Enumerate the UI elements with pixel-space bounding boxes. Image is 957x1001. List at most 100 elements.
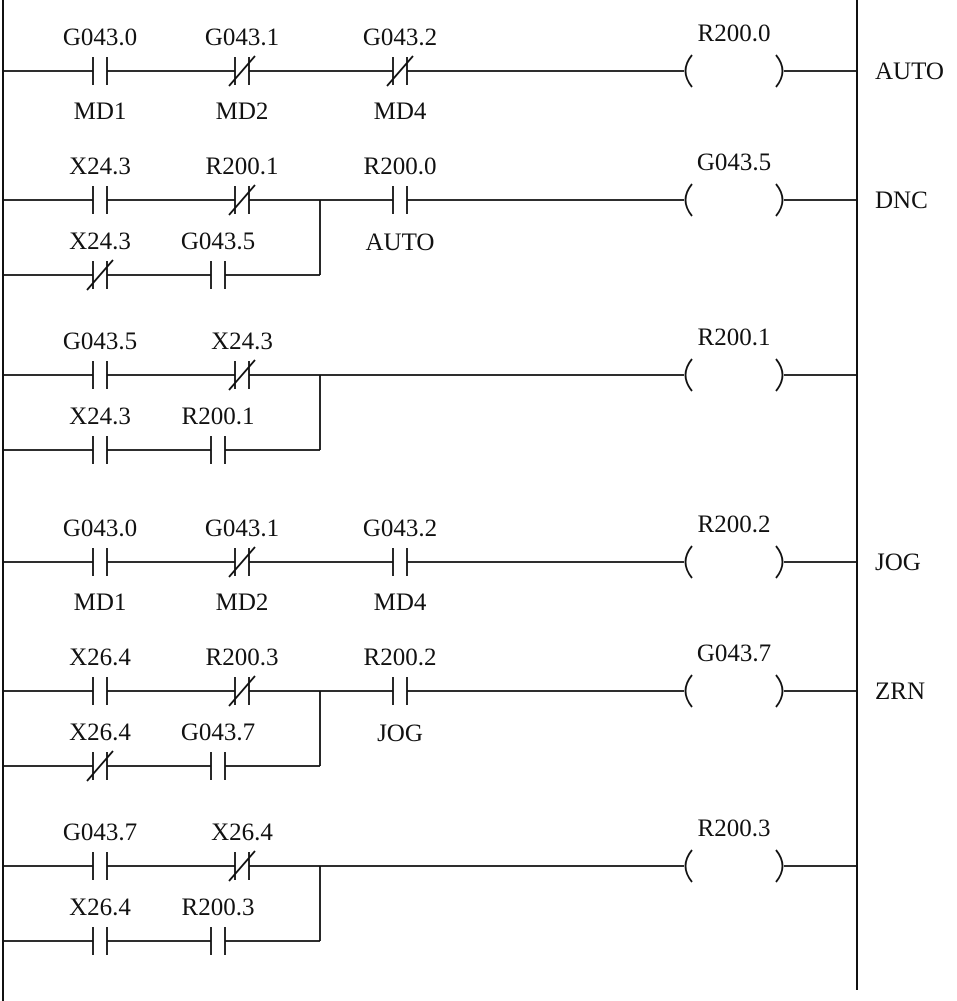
contact-sublabel: MD1 <box>74 589 127 616</box>
contact-address: R200.0 <box>364 153 437 180</box>
contact-nc <box>228 546 256 578</box>
contact-address: R200.2 <box>364 644 437 671</box>
contact-no <box>92 927 108 955</box>
parallel-branch: X26.4 R200.3 <box>3 866 321 955</box>
contact-nc-slash <box>228 850 256 882</box>
contact-nc <box>386 55 414 87</box>
contact-address: X24.3 <box>69 228 131 255</box>
coil-right-arc <box>775 183 784 217</box>
contact-address: G043.5 <box>63 328 137 355</box>
contact-nc <box>228 184 256 216</box>
contact-sublabel: MD2 <box>216 589 269 616</box>
contact-no <box>92 436 108 464</box>
coil-right-arc <box>775 358 784 392</box>
contact-no <box>92 677 108 705</box>
coil-left-arc <box>684 674 693 708</box>
parallel-branch: X24.3 R200.1 <box>3 375 321 464</box>
contact-no <box>92 548 108 576</box>
coil-left-arc <box>684 358 693 392</box>
contact-address: X26.4 <box>211 819 273 846</box>
coil-right-arc <box>775 849 784 883</box>
contact-sublabel: MD2 <box>216 98 269 125</box>
output-label: AUTO <box>875 58 944 85</box>
contact-nc-slash <box>86 750 114 782</box>
output-coil <box>684 849 784 883</box>
contact-sublabel: JOG <box>377 720 423 747</box>
contact-nc-slash <box>228 55 256 87</box>
contact-nc-slash <box>228 184 256 216</box>
contact-no <box>210 436 226 464</box>
parallel-branch: X26.4 G043.7 <box>3 691 321 782</box>
contact-no <box>210 261 226 289</box>
contact-sublabel: MD4 <box>374 589 427 616</box>
contact-no <box>92 57 108 85</box>
contact-address: G043.7 <box>63 819 137 846</box>
contact-nc-slash <box>386 55 414 87</box>
contact-nc-slash <box>228 359 256 391</box>
contact-address: X26.4 <box>69 894 131 921</box>
contact-address: R200.1 <box>206 153 279 180</box>
contact-sublabel: MD1 <box>74 98 127 125</box>
contact-nc-slash <box>86 259 114 291</box>
coil-right-arc <box>775 545 784 579</box>
coil-address: R200.1 <box>698 324 771 351</box>
contact-no <box>392 677 408 705</box>
coil-address: G043.5 <box>697 149 771 176</box>
contact-address: R200.1 <box>182 403 255 430</box>
contact-nc-slash <box>228 546 256 578</box>
coil-left-arc <box>684 54 693 88</box>
contact-sublabel: MD4 <box>374 98 427 125</box>
contact-nc-slash <box>228 675 256 707</box>
contact-address: R200.3 <box>206 644 279 671</box>
contact-nc <box>228 359 256 391</box>
contact-address: G043.7 <box>181 719 255 746</box>
contact-address: R200.3 <box>182 894 255 921</box>
contact-address: G043.0 <box>63 24 137 51</box>
contact-address: G043.1 <box>205 24 279 51</box>
coil-left-arc <box>684 183 693 217</box>
output-coil <box>684 545 784 579</box>
contact-no <box>392 548 408 576</box>
contact-address: G043.5 <box>181 228 255 255</box>
output-coil <box>684 183 784 217</box>
contact-address: X26.4 <box>69 719 131 746</box>
contact-address: X24.3 <box>211 328 273 355</box>
contact-no <box>92 186 108 214</box>
contact-nc <box>228 55 256 87</box>
coil-address: R200.0 <box>698 20 771 47</box>
contact-address: G043.2 <box>363 24 437 51</box>
output-label: DNC <box>875 187 928 214</box>
output-coil <box>684 358 784 392</box>
coil-address: R200.3 <box>698 815 771 842</box>
contact-no <box>392 186 408 214</box>
coil-left-arc <box>684 849 693 883</box>
output-coil <box>684 674 784 708</box>
contact-sublabel: AUTO <box>366 229 435 256</box>
contact-address: X24.3 <box>69 403 131 430</box>
coil-right-arc <box>775 674 784 708</box>
coil-left-arc <box>684 545 693 579</box>
contact-address: G043.0 <box>63 515 137 542</box>
contact-no <box>210 927 226 955</box>
contact-address: G043.1 <box>205 515 279 542</box>
contact-address: X26.4 <box>69 644 131 671</box>
contact-nc <box>228 850 256 882</box>
contact-nc <box>228 675 256 707</box>
coil-address: R200.2 <box>698 511 771 538</box>
output-label: JOG <box>875 549 921 576</box>
coil-address: G043.7 <box>697 640 771 667</box>
output-coil <box>684 54 784 88</box>
contact-address: G043.2 <box>363 515 437 542</box>
contact-address: X24.3 <box>69 153 131 180</box>
contact-no <box>210 752 226 780</box>
contact-no <box>92 852 108 880</box>
coil-right-arc <box>775 54 784 88</box>
output-label: ZRN <box>875 678 925 705</box>
